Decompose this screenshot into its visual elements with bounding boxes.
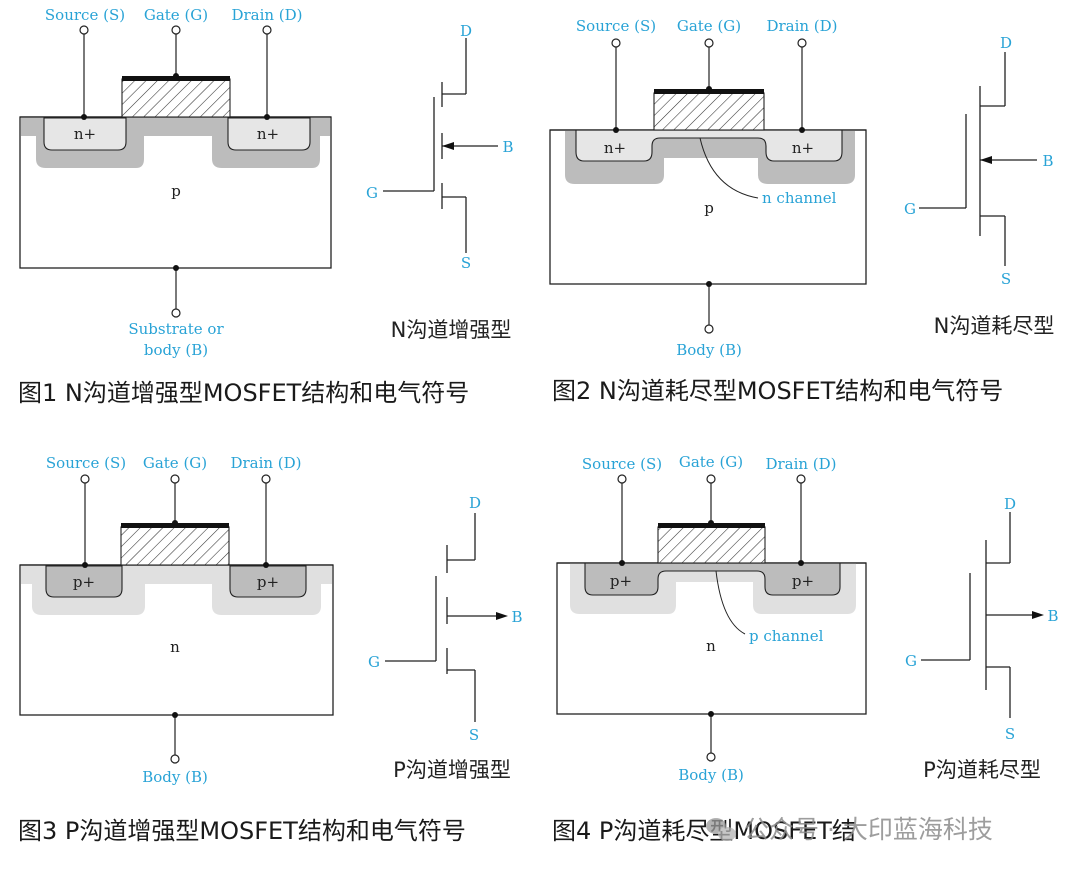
channel-label: n channel	[762, 189, 837, 207]
symbol-gate-label: G	[904, 200, 916, 218]
fig1-structure: Source (S) Gate (G) Drain (D) Substrate …	[19, 6, 332, 359]
source-doping-label: n+	[74, 125, 96, 143]
symbol-body-label: B	[502, 138, 513, 156]
fig3-caption: 图3 P沟道增强型MOSFET结构和电气符号	[18, 817, 466, 845]
drain-doping-label: p+	[257, 573, 279, 591]
gate-terminal	[170, 474, 180, 484]
substrate-doping-label: p	[171, 182, 181, 200]
gate-label: Gate (G)	[677, 17, 741, 35]
drain-terminal	[797, 38, 807, 48]
source-terminal	[617, 474, 627, 484]
symbol-drain-label: D	[1000, 34, 1012, 52]
drain-doping-label: n+	[792, 139, 814, 157]
body-terminal	[170, 754, 180, 764]
channel-label: p channel	[749, 627, 824, 645]
drain-label: Drain (D)	[765, 455, 836, 473]
drain-label: Drain (D)	[230, 454, 301, 472]
body-label: Body (B)	[676, 341, 742, 359]
symbol-source-label: S	[461, 254, 471, 272]
body-label: Body (B)	[142, 768, 208, 786]
fig3-structure: Source (S) Gate (G) Drain (D) Body (B) p…	[19, 454, 334, 786]
drain-terminal	[261, 474, 271, 484]
gate-terminal	[706, 474, 716, 484]
source-label: Source (S)	[582, 455, 662, 473]
fig1-subtitle: N沟道增强型	[391, 318, 512, 342]
drain-terminal	[796, 474, 806, 484]
fig3-subtitle: P沟道增强型	[393, 758, 511, 782]
body-terminal	[706, 752, 716, 762]
gate-electrode	[121, 78, 231, 118]
gate-label: Gate (G)	[679, 453, 743, 471]
body-label: body (B)	[144, 341, 208, 359]
drain-region	[229, 565, 307, 598]
symbol-body-label: B	[1047, 607, 1058, 625]
gate-electrode	[653, 92, 765, 131]
fig1-caption: 图1 N沟道增强型MOSFET结构和电气符号	[18, 379, 469, 407]
p-channel-region	[584, 562, 841, 596]
watermark-text: 公众号 · 大印蓝海科技	[744, 815, 993, 844]
fig4-subtitle: P沟道耗尽型	[923, 758, 1041, 782]
drain-region	[227, 117, 311, 151]
symbol-gate-label: G	[366, 184, 378, 202]
gate-electrode	[120, 526, 230, 566]
symbol-drain-label: D	[469, 494, 481, 512]
symbol-body-label: B	[1042, 152, 1053, 170]
symbol-drain-label: D	[460, 22, 472, 40]
symbol-gate-label: G	[368, 653, 380, 671]
fig4-caption: 图4 P沟道耗尽型MOSFET结	[552, 817, 856, 845]
substrate-doping-label: n	[170, 638, 180, 656]
source-label: Source (S)	[46, 454, 126, 472]
drain-doping-label: p+	[792, 572, 814, 590]
fig4-symbol	[921, 512, 1044, 718]
gate-label: Gate (G)	[143, 454, 207, 472]
symbol-body-label: B	[511, 608, 522, 626]
substrate-doping-label: p	[704, 199, 714, 217]
fig4-structure: Source (S) Gate (G) Drain (D) Body (B) p…	[556, 453, 867, 784]
source-region	[45, 565, 123, 598]
drain-label: Drain (D)	[231, 6, 302, 24]
symbol-source-label: S	[1001, 270, 1011, 288]
gate-label: Gate (G)	[144, 6, 208, 24]
symbol-source-label: S	[469, 726, 479, 744]
source-doping-label: p+	[610, 572, 632, 590]
symbol-source-label: S	[1005, 725, 1015, 743]
source-terminal	[80, 474, 90, 484]
fig3-symbol	[385, 513, 508, 722]
substrate-label: Substrate or	[128, 320, 224, 338]
substrate-doping-label: n	[706, 637, 716, 655]
symbol-drain-label: D	[1004, 495, 1016, 513]
drain-doping-label: n+	[257, 125, 279, 143]
source-label: Source (S)	[576, 17, 656, 35]
source-doping-label: n+	[604, 139, 626, 157]
body-terminal	[171, 308, 181, 318]
symbol-gate-label: G	[905, 652, 917, 670]
fig2-caption: 图2 N沟道耗尽型MOSFET结构和电气符号	[552, 377, 1003, 405]
source-label: Source (S)	[45, 6, 125, 24]
fig2-symbol	[919, 52, 1037, 266]
gate-terminal	[704, 38, 714, 48]
fig1-symbol	[383, 38, 498, 253]
wechat-icon	[706, 818, 736, 841]
source-terminal	[611, 38, 621, 48]
body-terminal	[704, 324, 714, 334]
source-region	[43, 117, 127, 151]
gate-electrode	[657, 526, 766, 564]
drain-label: Drain (D)	[766, 17, 837, 35]
drain-terminal	[262, 25, 272, 35]
source-doping-label: p+	[73, 573, 95, 591]
n-channel-region	[575, 129, 843, 162]
fig2-structure: Source (S) Gate (G) Drain (D) Body (B) n…	[549, 17, 867, 359]
source-terminal	[79, 25, 89, 35]
fig2-subtitle: N沟道耗尽型	[934, 314, 1055, 338]
gate-terminal	[171, 25, 181, 35]
body-label: Body (B)	[678, 766, 744, 784]
